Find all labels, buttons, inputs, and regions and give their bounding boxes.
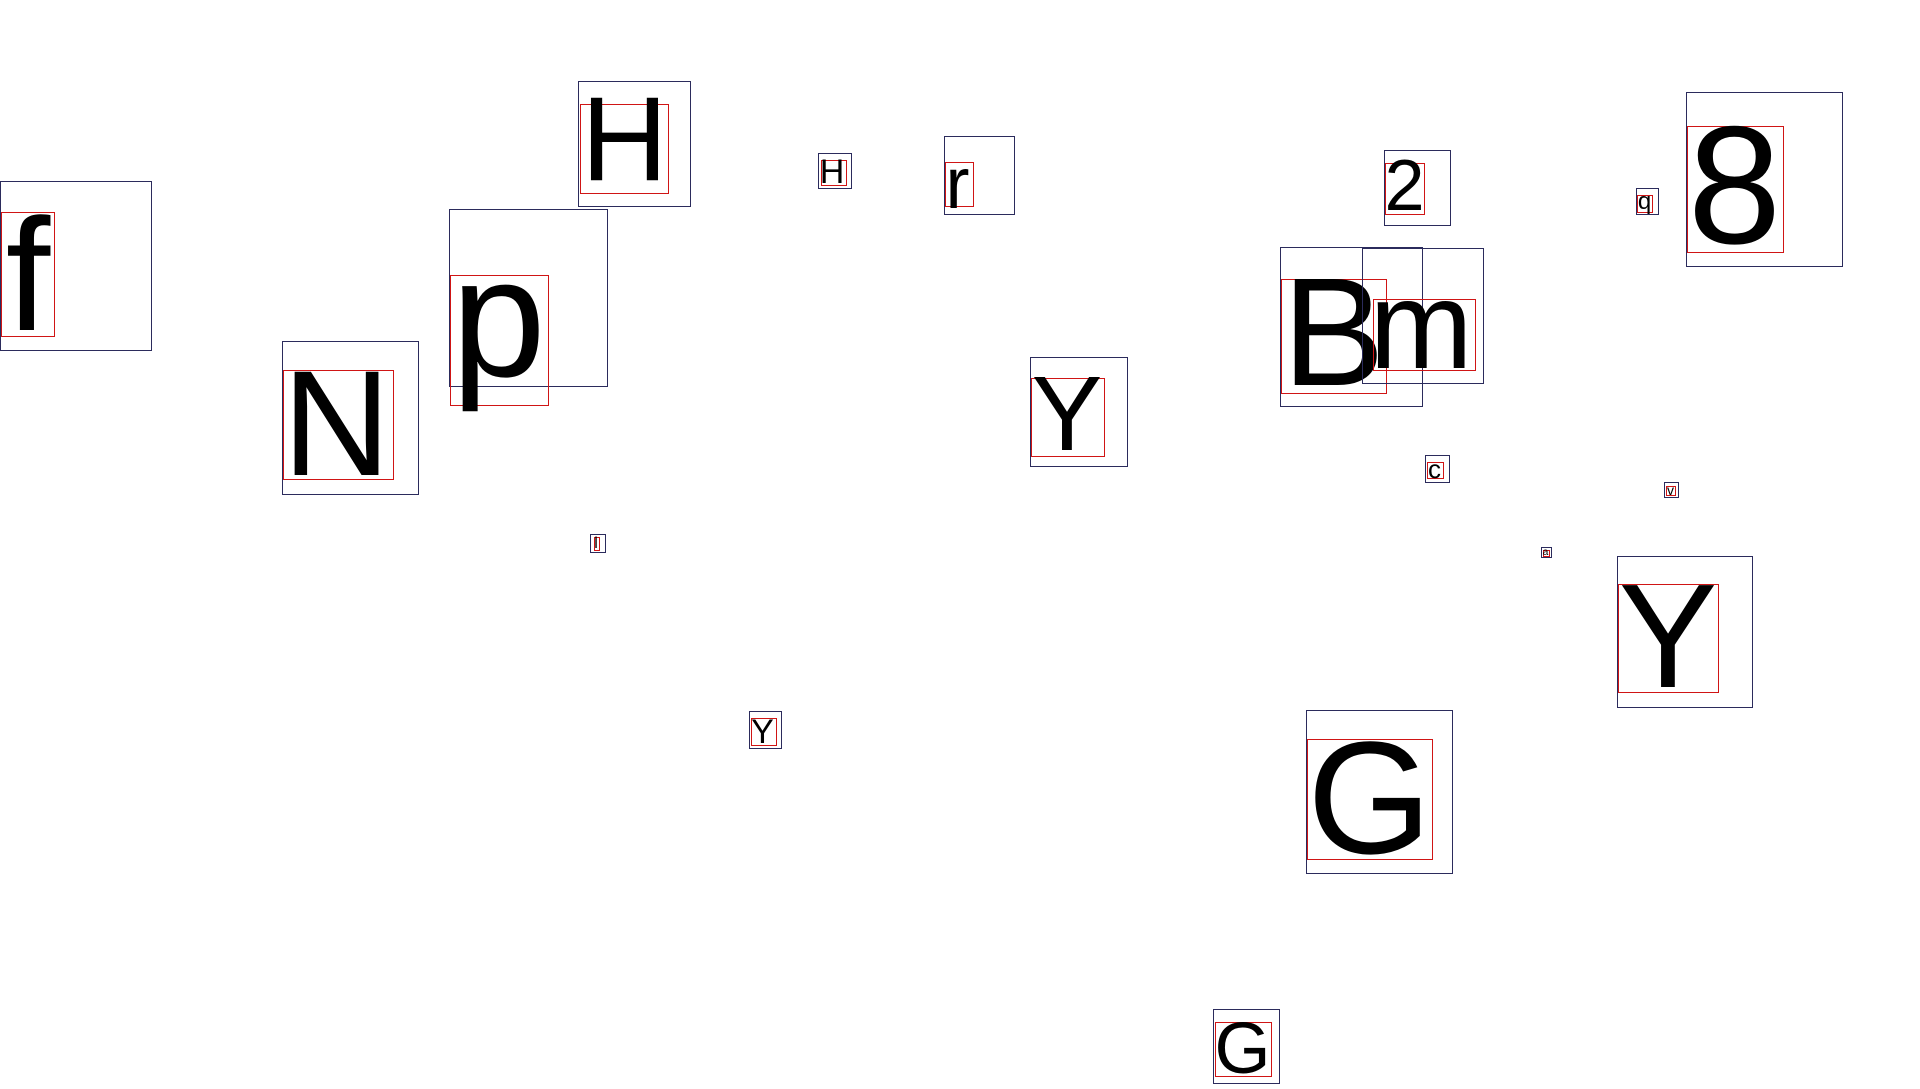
glyph-box-G-small: G — [1213, 1008, 1280, 1089]
glyph-ink-box-N — [283, 370, 394, 480]
glyph-char-r: r — [945, 143, 970, 224]
glyph-ink-box-f — [1, 212, 55, 337]
glyph-ink-box-a — [1543, 550, 1550, 557]
glyph-box-8: 8 — [1686, 92, 1843, 269]
glyph-box-l: l — [590, 534, 606, 553]
glyph-char-a: a — [1542, 546, 1549, 558]
glyph-box-G-large: G — [1306, 710, 1453, 878]
glyph-box-H-large: H — [578, 79, 691, 207]
glyph-ink-box-m — [1373, 299, 1476, 371]
glyph-char-H-large: H — [581, 72, 668, 206]
glyph-ink-box-B — [1281, 279, 1387, 394]
glyph-ink-box-p — [450, 275, 549, 406]
glyph-ink-box-Y-small — [751, 718, 777, 746]
glyph-ink-box-G-large — [1307, 739, 1433, 860]
glyph-char-H-small: H — [819, 153, 845, 191]
glyph-ink-box-l — [594, 537, 600, 551]
glyph-box-N: N — [282, 341, 419, 498]
glyph-char-N: N — [282, 339, 391, 507]
glyph-box-v: v — [1664, 482, 1679, 498]
glyph-char-l: l — [594, 534, 598, 552]
glyph-ink-box-v — [1666, 486, 1676, 496]
glyph-ink-box-Y-large — [1618, 584, 1719, 693]
glyph-char-8: 8 — [1687, 90, 1782, 279]
glyph-ink-box-H-large — [580, 104, 669, 194]
glyph-char-c: c — [1428, 454, 1441, 484]
glyph-char-m: m — [1369, 257, 1473, 395]
glyph-box-Y-small: Y — [749, 711, 782, 749]
glyph-char-p: p — [451, 223, 546, 413]
glyph-ink-box-8 — [1687, 126, 1784, 253]
glyph-box-f: f — [0, 181, 152, 364]
glyph-box-H-small: H — [818, 153, 852, 189]
glyph-ink-box-c — [1427, 462, 1444, 479]
glyph-box-q: q — [1636, 188, 1659, 215]
glyph-ink-box-r — [945, 162, 974, 207]
glyph-box-r: r — [944, 136, 1015, 220]
glyph-char-Y-middle: Y — [1031, 355, 1103, 473]
glyph-ink-box-q — [1637, 195, 1653, 213]
glyph-box-p: p — [449, 209, 608, 406]
glyph-char-q: q — [1637, 187, 1652, 215]
glyph-char-v: v — [1667, 482, 1674, 498]
glyph-char-G-small: G — [1214, 1008, 1271, 1089]
glyph-char-Y-large: Y — [1618, 554, 1718, 719]
glyph-char-Y-small: Y — [751, 713, 774, 751]
glyph-ink-box-2 — [1385, 163, 1425, 215]
glyph-ink-box-H-small — [821, 160, 847, 186]
glyph-box-Y-large: Y — [1617, 556, 1753, 711]
glyph-box-Y-middle: Y — [1030, 357, 1128, 467]
glyph-box-a: a — [1541, 547, 1552, 558]
glyph-ink-box-G-small — [1215, 1022, 1272, 1077]
glyph-char-f: f — [5, 184, 51, 364]
glyph-box-c: c — [1425, 455, 1450, 483]
glyph-box-2: 2 — [1384, 150, 1451, 226]
glyph-char-G-large: G — [1307, 708, 1432, 887]
glyph-char-2: 2 — [1384, 146, 1425, 226]
glyph-box-m: m — [1362, 248, 1484, 388]
glyph-ink-box-Y-middle — [1031, 378, 1105, 457]
